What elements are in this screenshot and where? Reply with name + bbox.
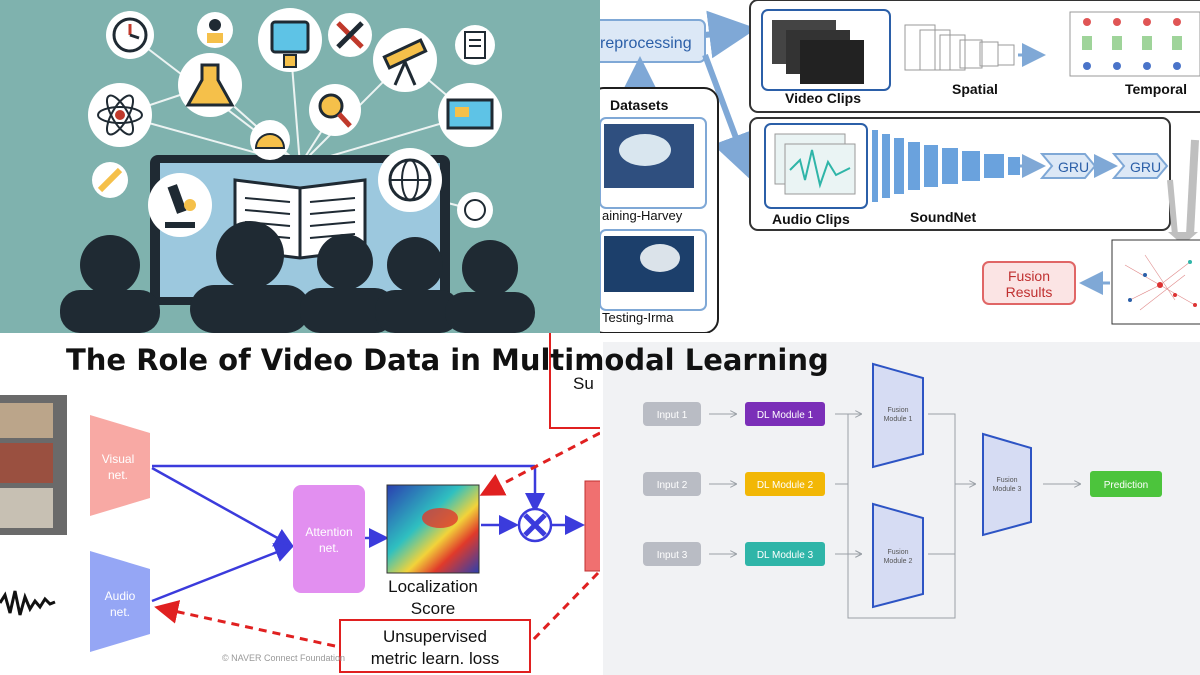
gru-1-block <box>1039 153 1097 179</box>
gru-1-label: GRU <box>1058 159 1089 175</box>
education-illustration <box>0 0 600 333</box>
datasets-label: Datasets <box>610 97 669 113</box>
attention-net-line1: Attention <box>305 525 352 539</box>
fusion-module-2 <box>872 502 924 609</box>
tools-icon <box>328 13 372 57</box>
dl-module-2-box <box>745 472 825 496</box>
soundnet-label: SoundNet <box>910 209 976 225</box>
audio-net <box>90 551 150 652</box>
input-2-box <box>643 472 701 496</box>
unsupervised-loss-line1: Unsupervised <box>383 627 487 646</box>
clock-icon <box>106 11 154 59</box>
students-silhouette <box>60 221 535 333</box>
dl-module-3-box <box>745 542 825 566</box>
input-2-label: Input 2 <box>657 480 688 491</box>
dl-module-3-label: DL Module 3 <box>757 550 814 561</box>
fusion-graph <box>1124 254 1197 311</box>
microscope-icon <box>148 173 212 237</box>
fusion-module-3-line1: Fusion <box>996 477 1017 484</box>
input-1-box <box>643 402 701 426</box>
pencil-icon <box>92 162 128 198</box>
preprocessing-label: reprocessing <box>600 35 692 52</box>
dl-module-1-label: DL Module 1 <box>757 410 814 421</box>
temporal-label: Temporal <box>1125 81 1187 97</box>
teacher-icon <box>197 12 233 48</box>
telescope-icon <box>373 28 437 92</box>
dl-module-1-box <box>745 402 825 426</box>
unsupervised-loss-line2: metric learn. loss <box>371 649 499 668</box>
fusion-module-1-line2: Module 1 <box>884 416 913 423</box>
fusion-module-1-line1: Fusion <box>887 407 908 414</box>
video-frames <box>0 395 67 535</box>
testing-label: Testing-Irma <box>602 310 674 325</box>
audio-clips-label: Audio Clips <box>772 211 850 227</box>
tablet-icon <box>258 8 322 72</box>
prediction-label: Prediction <box>1104 480 1148 491</box>
localization-score-line2: Score <box>411 599 455 618</box>
fusion-results-line1: Fusion <box>1008 268 1050 284</box>
copyright-text: © NAVER Connect Foundation <box>222 653 345 663</box>
multiply-icon <box>517 507 553 543</box>
page-title: The Role of Video Data in Multimodal Lea… <box>66 343 829 377</box>
training-label: aining-Harvey <box>602 208 683 223</box>
visual-net <box>90 415 150 516</box>
basketball-icon <box>457 192 493 228</box>
input-3-label: Input 3 <box>657 550 688 561</box>
visual-net-line2: net. <box>108 468 128 482</box>
gru-2-block <box>1111 153 1169 179</box>
attention-net <box>293 485 365 593</box>
spatial-label: Spatial <box>952 81 998 97</box>
fusion-module-2-line1: Fusion <box>887 549 908 556</box>
flask-icon <box>178 53 242 117</box>
localization-score-line1: Localization <box>388 577 478 596</box>
audio-waveform <box>0 590 56 616</box>
audio-net-line1: Audio <box>105 589 136 603</box>
gru-2-label: GRU <box>1130 159 1161 175</box>
fusion-module-3 <box>982 432 1032 537</box>
document-icon <box>455 25 495 65</box>
fusion-results-line2: Results <box>1006 284 1053 300</box>
input-3-box <box>643 542 701 566</box>
localization-heatmap <box>386 484 480 574</box>
soundnet-layers <box>872 130 1020 202</box>
attention-net-line2: net. <box>319 541 339 555</box>
pipeline-diagram: reprocessing Datasets aining-Harvey Test… <box>600 0 1200 333</box>
fusion-module-2-line2: Module 2 <box>884 558 913 565</box>
audio-net-line2: net. <box>110 605 130 619</box>
supervised-loss-fragment: Su <box>573 374 594 393</box>
fusion-architecture: Input 1 Input 2 Input 3 DL Module 1 DL M… <box>603 342 1200 675</box>
video-clips-label: Video Clips <box>785 90 861 106</box>
dl-module-2-label: DL Module 2 <box>757 480 814 491</box>
fusion-results-box <box>982 261 1076 305</box>
protractor-icon <box>250 120 290 160</box>
input-1-label: Input 1 <box>657 410 688 421</box>
fusion-module-1 <box>872 362 924 469</box>
unsupervised-loss-box <box>339 619 531 673</box>
monitor-icon <box>438 83 502 147</box>
localization-diagram: Visual net. Audio net. Attention net. Lo… <box>0 333 600 675</box>
globe-icon <box>378 148 442 212</box>
spatial-cnn-icon <box>904 24 1015 71</box>
fusion-module-3-line2: Module 3 <box>993 486 1022 493</box>
magnifier-icon <box>309 84 361 136</box>
visual-net-line1: Visual <box>102 452 134 466</box>
atom-icon <box>88 83 152 147</box>
temporal-lstm-icon <box>1069 11 1200 77</box>
prediction-box <box>1090 471 1162 497</box>
